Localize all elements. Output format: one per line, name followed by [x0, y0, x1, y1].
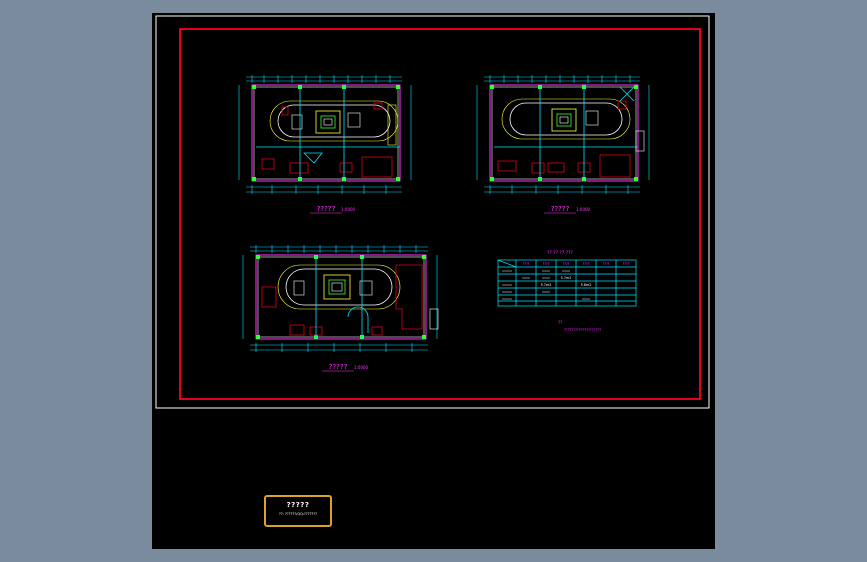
plan-2-scale: 1:0000 — [576, 207, 591, 212]
schedule-header-6: ???? — [623, 262, 630, 266]
schedule-header-3: ???? — [563, 262, 570, 266]
plan-1-caption: ????? 1:0000 — [310, 205, 356, 214]
watermark-stamp: ????? ??: ??????/QQ:??????? — [264, 495, 332, 527]
schedule-header-5: ???? — [603, 262, 610, 266]
schedule-header-2: ???? — [543, 262, 550, 266]
notes-marker: ?? — [558, 320, 562, 325]
schedule-header-1: ???? — [523, 262, 530, 266]
plan-3-title: ????? — [329, 363, 348, 371]
plan-3-scale: 1:0000 — [354, 365, 369, 370]
plan-2-title: ????? — [551, 205, 570, 213]
cad-viewport[interactable]: ????? 1:0000 — [152, 13, 715, 549]
plan-3-caption: ????? 1:0000 — [322, 363, 369, 372]
schedule-cell-3: 5.6m2 — [581, 283, 592, 287]
plan-2-caption: ????? 1:0000 — [544, 205, 591, 214]
sheet-border — [155, 15, 710, 409]
title-frame — [179, 28, 701, 400]
plan-1-title: ????? — [317, 205, 336, 213]
stamp-title: ????? — [286, 501, 310, 509]
area-schedule-table[interactable]: ?? ?? ?? ??? ???? ???? ???? — [497, 250, 637, 307]
floor-plan-1[interactable] — [238, 75, 412, 194]
schedule-title: ?? ?? ?? ??? — [547, 250, 573, 256]
schedule-cell-2: 5.7m2 — [541, 283, 552, 287]
drawing-notes: ?? ???????????????????? — [558, 320, 601, 332]
floor-plan-3[interactable] — [242, 245, 439, 352]
schedule-header-4: ???? — [583, 262, 590, 266]
drawing-sheet: ????? 1:0000 — [155, 15, 710, 409]
notes-text: ???????????????????? — [564, 328, 601, 332]
schedule-cell-1: 5.7m2 — [561, 276, 572, 280]
plan-1-scale: 1:0000 — [341, 207, 356, 212]
floor-plan-2[interactable] — [476, 75, 650, 194]
stamp-subtitle: ??: ??????/QQ:??????? — [278, 512, 318, 516]
